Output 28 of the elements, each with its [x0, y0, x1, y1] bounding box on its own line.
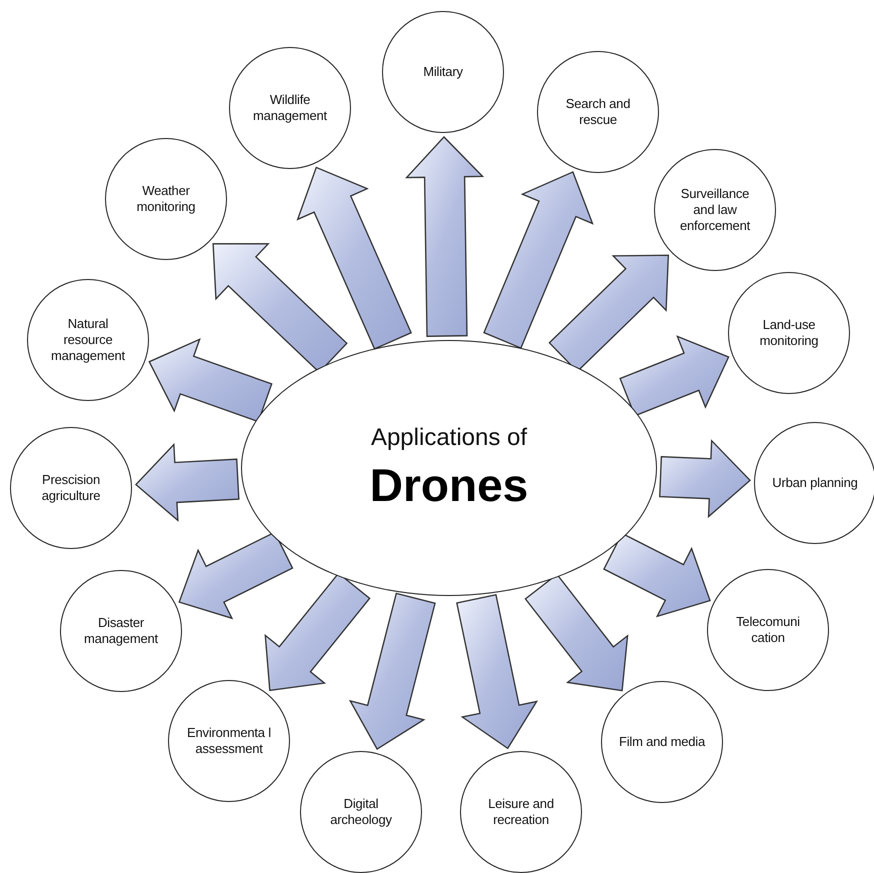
node-label: Wildlife management [252, 92, 328, 124]
node-label: Search and rescue [564, 96, 632, 128]
title: Drones [370, 458, 528, 512]
node-label: Film and media [618, 734, 706, 750]
node-label: Land-use monitoring [758, 316, 820, 350]
block-arrow [603, 532, 711, 618]
block-arrow [456, 594, 538, 750]
block-arrow [348, 592, 436, 750]
block-arrow [619, 335, 730, 417]
node-label: Prescision agriculture [40, 472, 102, 504]
node-label: Disaster management [83, 614, 159, 648]
node-label: Environmenta l assessment [186, 724, 272, 758]
node-label: Telecomuni cation [735, 614, 801, 646]
node-label: Digital archeology [329, 796, 393, 828]
node-label: Natural resource management [50, 316, 126, 364]
node-label: Surveillance and law enforcement [678, 186, 752, 234]
block-arrow [148, 338, 273, 422]
node-label: Weather monitoring [136, 182, 196, 216]
node-label: Urban planning [772, 474, 858, 492]
block-arrow [659, 439, 751, 518]
block-arrow [178, 531, 294, 620]
node-label: Leisure and recreation [487, 796, 555, 828]
block-arrow [296, 166, 412, 350]
block-arrow [134, 442, 240, 522]
node-label: Military [423, 64, 463, 80]
block-arrow [483, 171, 594, 349]
block-arrow [405, 136, 484, 337]
subtitle: Applications of [370, 424, 528, 452]
